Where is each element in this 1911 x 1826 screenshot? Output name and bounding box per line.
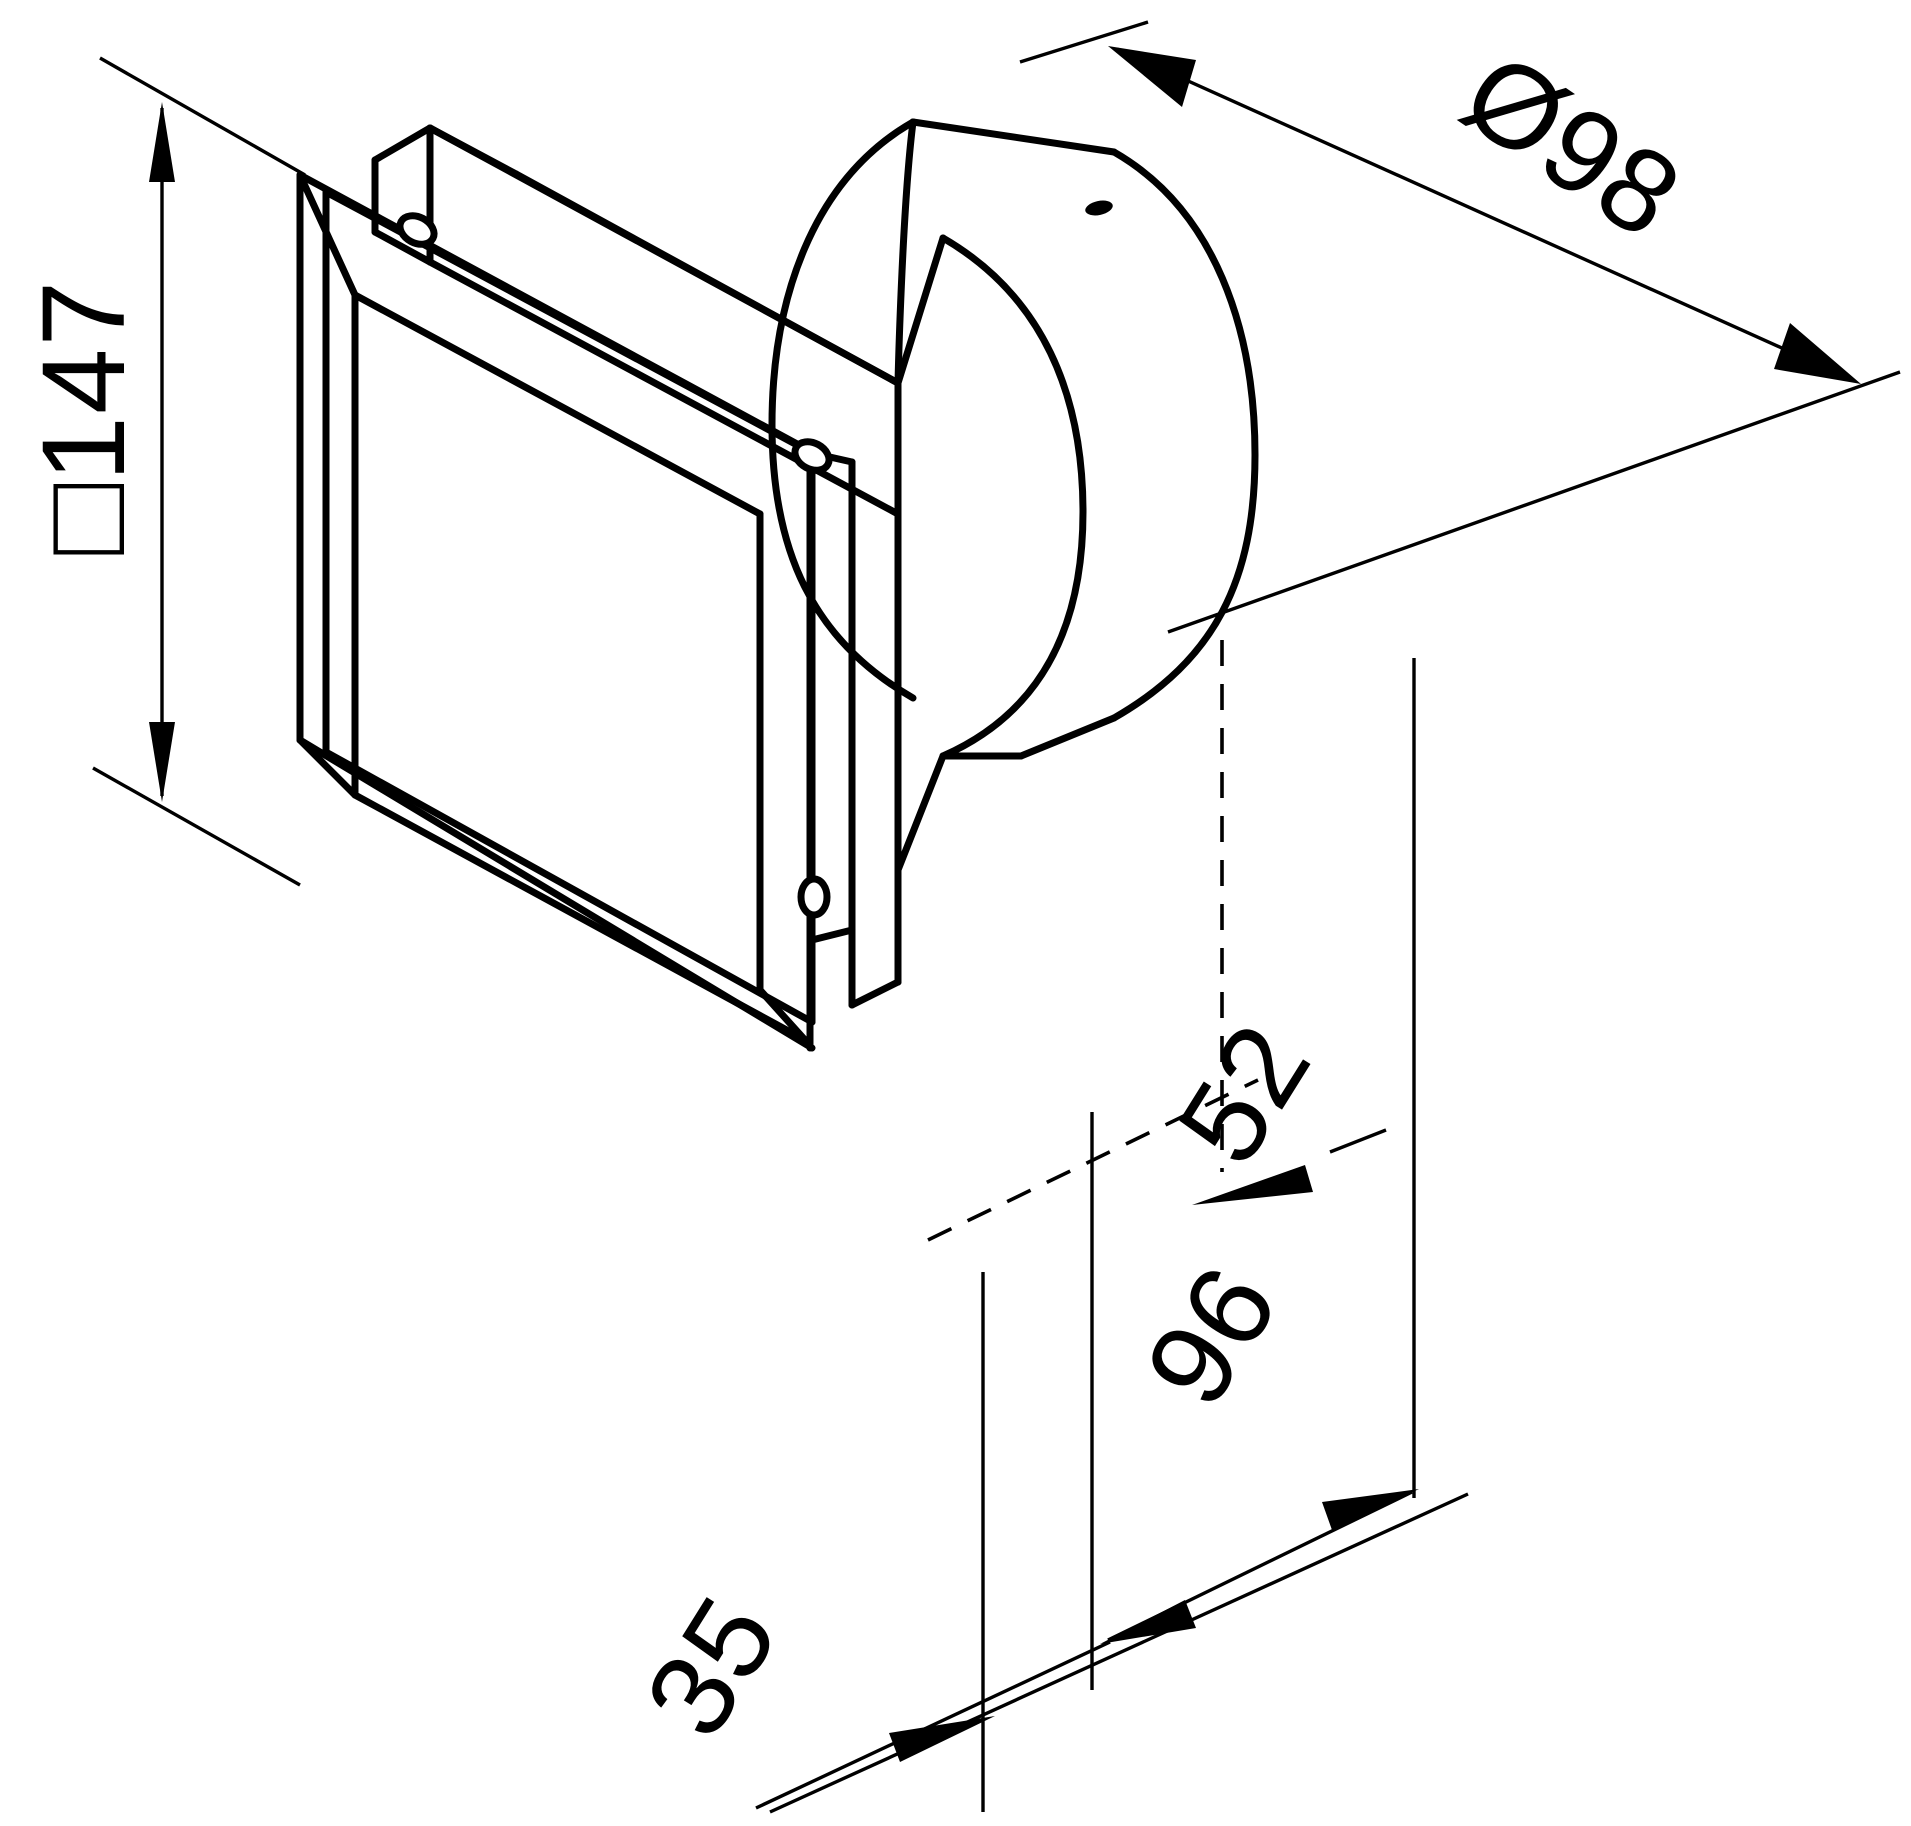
screw-holes-group bbox=[396, 212, 833, 919]
arrowhead-96-right bbox=[1322, 1489, 1419, 1530]
dimension-line-98 bbox=[1116, 47, 1854, 382]
cylinder-near-end-arc-left bbox=[768, 118, 917, 702]
arrowhead-35 bbox=[889, 1716, 995, 1762]
extension-line-98-lower bbox=[1167, 370, 1901, 634]
backplate-tab-bottom-bevel bbox=[371, 228, 434, 266]
leader-line-35-baseline bbox=[769, 1492, 1469, 1814]
extension-line-147-top bbox=[99, 56, 306, 177]
cylinder-top-pin-hole-icon bbox=[1085, 200, 1113, 216]
duct-cylinder bbox=[768, 118, 1259, 760]
backplate-bottom-bevel bbox=[848, 978, 902, 1009]
motor-housing-lower-tangent bbox=[894, 752, 947, 874]
frame-outer-bottom-edge bbox=[296, 736, 816, 1052]
extension-line-147-bottom bbox=[92, 766, 301, 887]
cylinder-top-generatrix bbox=[909, 118, 1118, 156]
dimension-line-35 bbox=[755, 1640, 1111, 1810]
arrowhead-52 bbox=[1192, 1165, 1313, 1205]
motor-housing-cylinder bbox=[894, 234, 1087, 874]
motor-housing-arc bbox=[939, 234, 1087, 760]
arrowhead-98-bottomright bbox=[1774, 323, 1861, 384]
cylinder-bottom-generatrix bbox=[1017, 714, 1118, 760]
frame-outer-bottom-inner-edge bbox=[322, 748, 816, 1026]
cylinder-far-end-arc-right bbox=[1110, 148, 1259, 722]
dimension-label-147: □147 bbox=[18, 279, 150, 555]
motor-housing-upper-tangent bbox=[894, 234, 947, 387]
upper-left-screw-hole-icon bbox=[396, 212, 438, 248]
arrowhead-96-left bbox=[1100, 1600, 1196, 1644]
arrowhead-98-topleft bbox=[1108, 46, 1196, 107]
backplate-tab-top-bevel bbox=[371, 124, 434, 164]
arrowhead-147-bottom bbox=[149, 722, 175, 802]
front-cover-frame bbox=[296, 171, 816, 1052]
frame-inner-opening-top bbox=[351, 291, 764, 518]
dimension-tick-52-right bbox=[1329, 1128, 1387, 1154]
dimension-147-group: □147 bbox=[18, 56, 306, 887]
arrowhead-147-top bbox=[149, 102, 175, 182]
right-screw-hole-icon bbox=[791, 438, 833, 474]
lower-right-screw-hole-icon bbox=[797, 875, 831, 919]
backplate-top-edge-mid bbox=[512, 170, 902, 387]
backplate-to-frame-connector-bottom bbox=[808, 926, 856, 944]
frame-bevel-topleft bbox=[296, 171, 359, 299]
bottom-extension-lines-group bbox=[769, 658, 1469, 1814]
extension-line-98-upper bbox=[1019, 20, 1149, 64]
